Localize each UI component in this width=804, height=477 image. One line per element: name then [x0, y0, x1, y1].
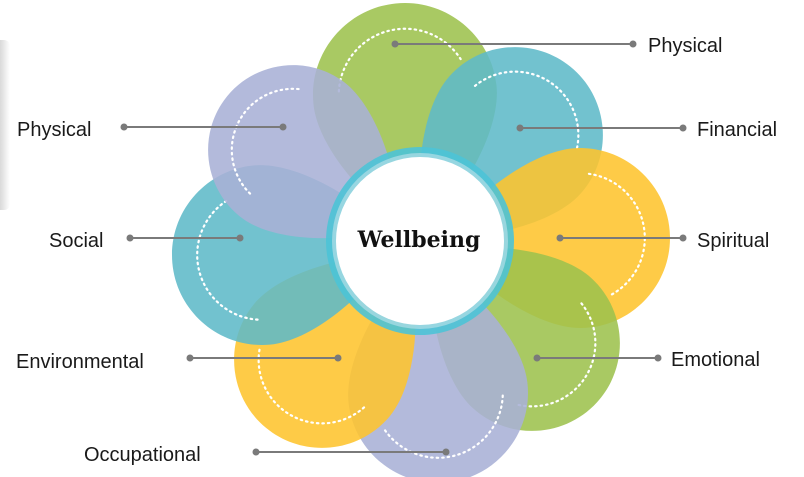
petal-dotted-arc-environmental: [257, 345, 366, 425]
connector-dot-physical-top-0: [391, 40, 399, 48]
connector-dot-environmental-1: [186, 354, 194, 362]
label-social: Social: [49, 230, 104, 252]
label-occupational: Occupational: [84, 444, 201, 466]
connector-dot-environmental-0: [334, 354, 342, 362]
center-layer: [326, 147, 514, 335]
center-circle: [336, 157, 504, 325]
connector-dot-occupational-1: [252, 448, 260, 456]
center-title: Wellbeing: [357, 227, 481, 253]
connector-dot-financial-0: [516, 124, 524, 132]
petal-dotted-arc-physical-left: [230, 87, 304, 195]
connector-dot-social-1: [126, 234, 134, 242]
label-emotional: Emotional: [671, 349, 760, 371]
connector-dot-spiritual-1: [679, 234, 687, 242]
connector-dot-spiritual-0: [556, 234, 564, 242]
connector-dot-physical-left-0: [279, 123, 287, 131]
label-physical-left: Physical: [17, 119, 92, 141]
label-environmental: Environmental: [16, 351, 144, 373]
petal-dotted-arc-occupational: [383, 394, 504, 459]
petal-dotted-arc-financial: [473, 70, 580, 153]
connector-dot-financial-1: [679, 124, 687, 132]
label-financial: Financial: [697, 119, 778, 141]
connector-dot-physical-left-1: [120, 123, 128, 131]
petal-dotted-arc-social: [196, 198, 259, 321]
label-physical-top: Physical: [648, 35, 723, 57]
connector-dot-social-0: [236, 234, 244, 242]
petal-dotted-arc-physical-top: [337, 27, 462, 93]
connector-dot-physical-top-1: [629, 40, 637, 48]
label-spiritual: Spiritual: [697, 230, 770, 252]
connector-dot-emotional-0: [533, 354, 541, 362]
edge-shadow: [0, 40, 10, 210]
petal-dotted-arc-emotional: [514, 302, 597, 408]
petal-dotted-arc-spiritual: [587, 172, 646, 297]
connectors-layer: [120, 40, 687, 456]
connector-dot-occupational-0: [442, 448, 450, 456]
connector-dot-emotional-1: [654, 354, 662, 362]
